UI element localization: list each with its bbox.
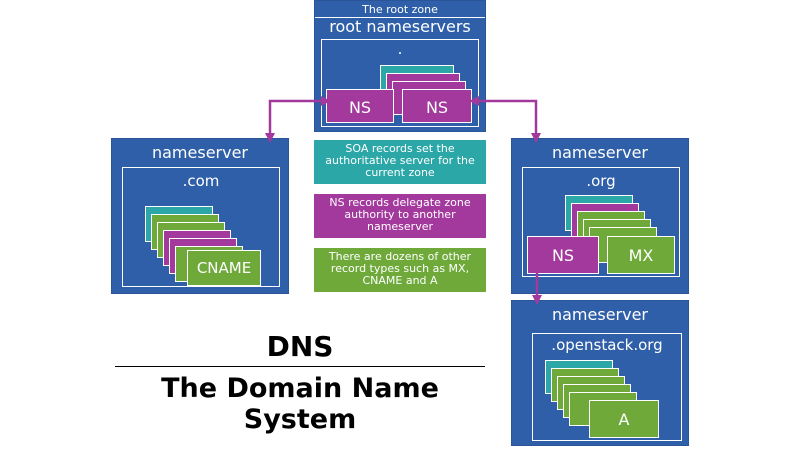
root-nameserver-box: The root zone root nameservers . NS NS <box>314 0 486 132</box>
com-zone: .com CNAME <box>122 167 280 287</box>
root-zone-label: . <box>397 40 403 58</box>
ns-record-delegation: NS <box>527 236 599 274</box>
org-nameserver-title: nameserver <box>551 143 649 162</box>
legend-ns: NS records delegate zone authority to an… <box>314 194 486 238</box>
ns-record-left: NS <box>326 89 394 123</box>
ns-record-label: NS <box>348 98 372 117</box>
ns-record-right: NS <box>402 89 472 123</box>
openstack-zone-label: .openstack.org <box>551 336 663 354</box>
ns-record-label: NS <box>551 246 575 265</box>
a-record-label: A <box>618 410 630 429</box>
org-zone-label: .org <box>586 172 616 190</box>
cname-record-label: CNAME <box>196 259 252 277</box>
org-zone: .org NS MX <box>522 167 680 277</box>
a-record: A <box>589 400 659 438</box>
page-subtitle: The Domain Name System <box>161 373 439 435</box>
ns-record-label: NS <box>425 98 449 117</box>
root-zone-caption: The root zone <box>362 3 438 16</box>
root-zone: . NS NS <box>321 39 479 127</box>
arrow-root-to-com <box>265 96 331 143</box>
root-nameservers-title: root nameservers <box>329 17 471 36</box>
legend-other: There are dozens of other record types s… <box>314 248 486 292</box>
root-caption-divider <box>315 17 485 18</box>
org-nameserver-box: nameserver .org NS MX <box>511 138 689 294</box>
page-title: DNS <box>266 330 334 363</box>
title-divider <box>115 366 485 367</box>
cname-record: CNAME <box>187 250 261 286</box>
openstack-nameserver-title: nameserver <box>551 305 649 324</box>
openstack-nameserver-box: nameserver .openstack.org A <box>511 300 689 446</box>
mx-record-label: MX <box>628 246 654 265</box>
arrow-root-to-org <box>469 96 541 143</box>
com-nameserver-title: nameserver <box>151 143 249 162</box>
openstack-zone: .openstack.org A <box>532 333 682 441</box>
legend-soa: SOA records set the authoritative server… <box>314 140 486 184</box>
com-nameserver-box: nameserver .com CNAME <box>111 138 289 294</box>
com-zone-label: .com <box>182 172 220 190</box>
mx-record: MX <box>607 236 675 274</box>
